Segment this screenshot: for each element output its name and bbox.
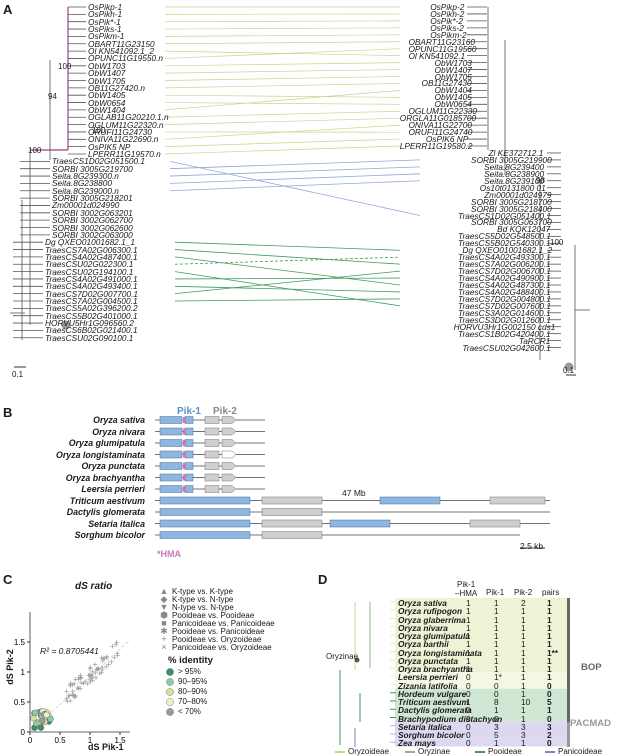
oryzinae-label: Oryzinae: [326, 652, 358, 661]
pacmad-label: PACMAD: [570, 718, 611, 729]
panel-d-cell: 0: [547, 738, 552, 748]
panel-d-cell: 0: [466, 738, 471, 748]
bop-label: BOP: [581, 662, 602, 673]
